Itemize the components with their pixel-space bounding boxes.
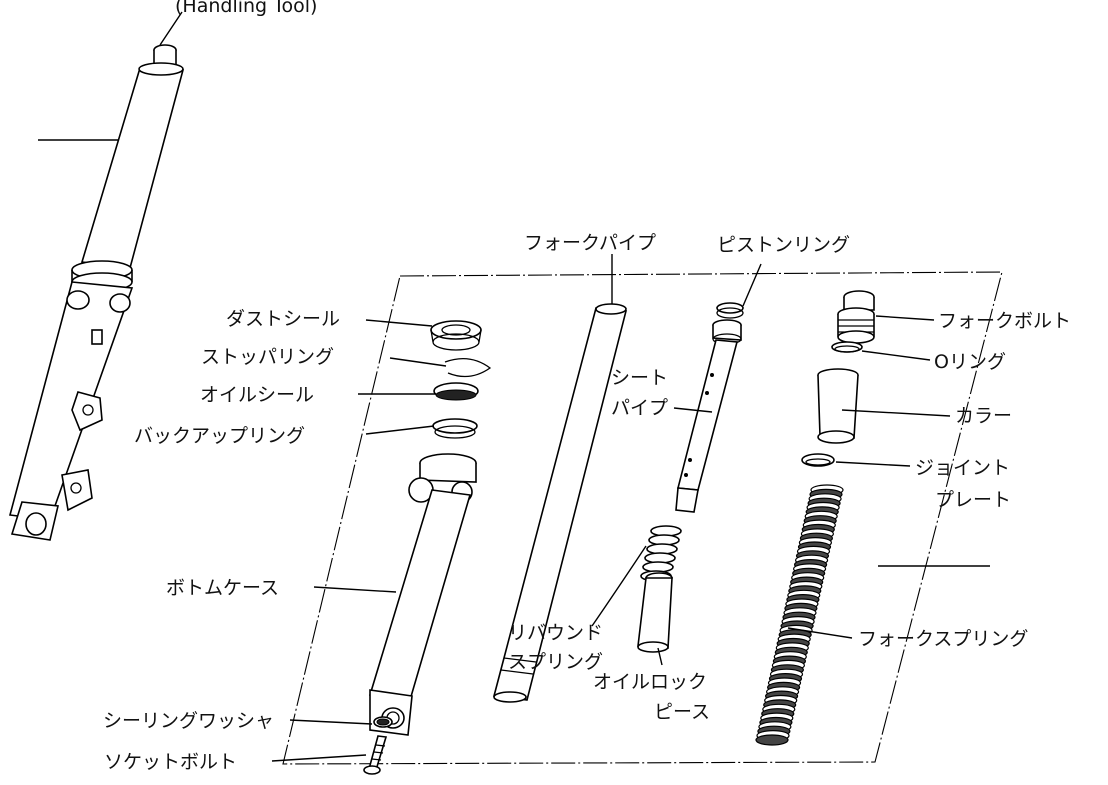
leader-lines — [271, 254, 951, 762]
leader-seat-pipe — [673, 407, 713, 413]
label-collar: カラー — [955, 405, 1012, 427]
label-sealing-washer: シーリングワッシャ — [103, 710, 274, 732]
label-oil-lock-piece-line2: ピース — [654, 701, 710, 723]
fork-pipe-part — [492, 303, 628, 703]
label-fork-bolt: フォークボルト — [938, 310, 1071, 332]
leader-fork-bolt — [875, 315, 935, 321]
label-o-ring: Oリング — [934, 351, 1006, 373]
leader-collar — [841, 409, 951, 417]
assembled-fork — [8, 11, 185, 541]
label-rebound-spring-line1: リバウンド — [508, 622, 603, 644]
label-dust-seal: ダストシール — [226, 308, 340, 330]
part-labels: フォークパイプ ピストンリング ダストシール ストッパリング オイルシール バッ… — [103, 232, 1071, 773]
label-oil-seal: オイルシール — [200, 384, 314, 406]
label-rebound-spring-line2: スプリング — [508, 651, 603, 673]
leader-backup-ring — [365, 425, 435, 435]
label-bottom-case: ボトムケース — [166, 577, 279, 599]
leader-piston-ring — [742, 263, 762, 307]
leader-bottom-case — [313, 586, 397, 593]
leader-oil-lock-piece — [657, 647, 663, 666]
seal-stack — [430, 320, 492, 439]
label-joint-plate-line2: プレート — [935, 489, 1011, 511]
label-seat-pipe-line1: シート — [611, 367, 668, 389]
label-piston-ring: ピストンリング — [717, 234, 850, 256]
leader-fork-spring — [787, 627, 853, 639]
washer-bolt-part — [363, 716, 393, 775]
fork-spring-coil — [755, 734, 789, 746]
top-caption: (Handling Tool) — [175, 0, 317, 17]
leader-joint-plate — [835, 461, 911, 467]
label-joint-plate-line1: ジョイント — [915, 457, 1010, 479]
leader-dust-seal — [365, 319, 433, 327]
label-fork-pipe: フォークパイプ — [524, 232, 656, 254]
fork-spring-part — [755, 484, 844, 746]
leader-socket-bolt — [271, 754, 367, 762]
bottom-case-part — [368, 453, 477, 736]
leader-sealing-washer — [289, 719, 373, 725]
label-stopper-ring: ストッパリング — [201, 346, 334, 368]
label-socket-bolt: ソケットボルト — [104, 751, 237, 773]
label-fork-spring: フォークスプリング — [858, 628, 1028, 650]
leader-o-ring — [861, 350, 931, 361]
leader-stopper-ring — [389, 357, 447, 367]
label-oil-lock-piece-line1: オイルロック — [593, 671, 707, 693]
exploded-view-frame — [282, 271, 1003, 765]
top-leader-line — [159, 11, 183, 46]
label-seat-pipe-line2: パイプ — [611, 397, 668, 419]
leader-rebound-spring — [591, 545, 647, 627]
fork-bolt-stack — [801, 290, 875, 467]
seat-pipe-part — [675, 302, 744, 513]
label-backup-ring: バックアップリング — [134, 425, 305, 447]
oil-lock-piece-part — [637, 572, 673, 653]
